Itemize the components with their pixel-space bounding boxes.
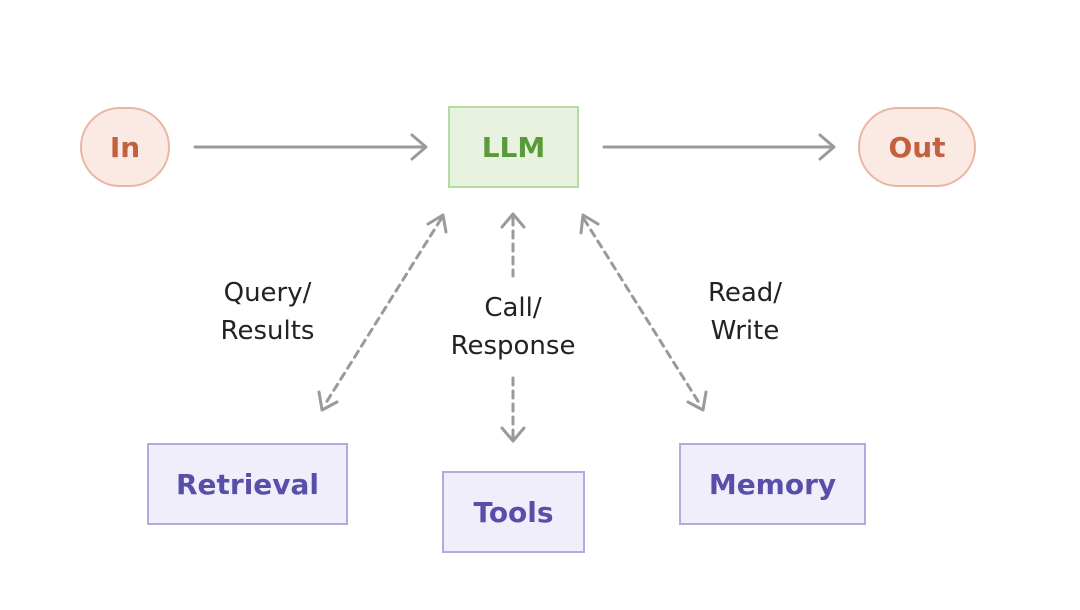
node-retrieval: Retrieval bbox=[147, 443, 348, 525]
arrow-llm-memory bbox=[579, 213, 708, 412]
edge-label-tools-line1: Call/ bbox=[484, 293, 542, 323]
arrow-in-to-llm bbox=[193, 133, 428, 161]
node-in-label: In bbox=[109, 130, 141, 164]
node-memory: Memory bbox=[679, 443, 866, 525]
node-in: In bbox=[80, 107, 170, 187]
edge-label-memory-line1: Read/ bbox=[707, 278, 783, 308]
edge-label-retrieval: Query/ Results bbox=[195, 274, 340, 350]
edge-label-retrieval-line2: Results bbox=[220, 316, 315, 346]
edge-label-memory-line2: Write bbox=[710, 316, 780, 346]
node-memory-label: Memory bbox=[708, 467, 837, 501]
edge-label-tools: Call/ Response bbox=[433, 289, 593, 365]
edge-label-retrieval-line1: Query/ bbox=[223, 278, 312, 308]
node-retrieval-label: Retrieval bbox=[175, 467, 320, 501]
node-out: Out bbox=[858, 107, 976, 187]
arrow-llm-retrieval bbox=[317, 213, 448, 412]
edge-label-memory: Read/ Write bbox=[680, 274, 810, 350]
node-tools: Tools bbox=[442, 471, 585, 553]
edge-label-tools-line2: Response bbox=[450, 331, 576, 361]
node-llm: LLM bbox=[448, 106, 579, 188]
node-tools-label: Tools bbox=[473, 495, 554, 529]
arrow-llm-tools bbox=[500, 212, 526, 443]
node-out-label: Out bbox=[888, 130, 946, 164]
node-llm-label: LLM bbox=[481, 130, 546, 164]
arrow-llm-to-out bbox=[602, 133, 836, 161]
